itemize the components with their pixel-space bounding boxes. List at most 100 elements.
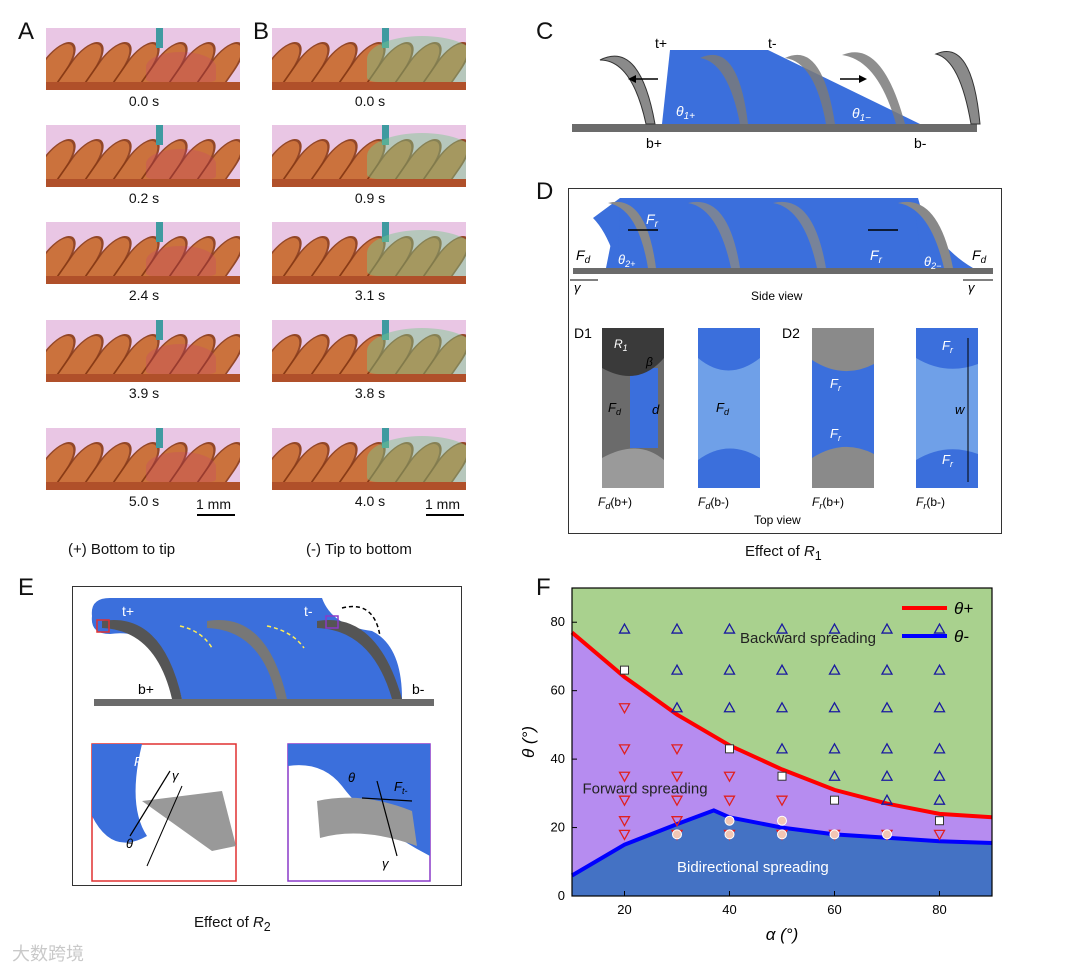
label-fd-left: Fd [576,247,591,266]
backward-point [723,701,736,713]
e-b-plus: b+ [138,681,154,697]
backward-point [933,663,946,675]
backward-point [775,622,789,634]
topview-d2-bminus: Fr Fr w [916,328,978,488]
y-axis-label: θ (°) [520,726,538,758]
frame-a [46,125,240,187]
inset-marker-red [96,619,110,633]
pillar [842,52,905,124]
backward-point [775,663,789,675]
inset-left-gamma: γ [172,768,180,783]
time-label: 0.0 s [128,93,160,109]
gamma-left: γ [574,280,582,295]
x-tick-label: 80 [932,902,946,917]
backward-point [670,701,684,713]
x-tick-label: 20 [617,902,631,917]
inset-right: θ Ft- γ [287,743,431,882]
pillar [773,201,826,268]
label-b-plus: b+ [646,135,662,151]
bidirectional-point [777,815,787,826]
panel-e-box [72,586,462,886]
panel-d-box [568,188,1002,534]
forward-point [670,744,684,756]
backward-point [933,769,946,781]
backward-point [933,742,946,754]
time-label: 4.0 s [354,493,386,509]
scalebar-b [426,514,464,516]
time-label: 2.4 s [128,287,160,303]
arrowhead-right [859,75,867,83]
pillar [688,201,740,268]
e-t-minus: t- [304,603,313,619]
forward-point [723,795,736,807]
top-view-label: Top view [754,513,801,527]
pillar [207,619,287,699]
pillar [934,51,981,125]
forward-point [670,771,684,783]
gamma-right: γ [968,280,976,295]
frame-a [46,222,240,284]
cap-fr-bminus: Fr(b-) [916,495,945,511]
backward-point [880,793,894,805]
pillar [898,201,953,268]
substrate [94,699,434,706]
label-fd-d1: Fd [608,400,622,417]
forward-point [618,703,631,715]
backward-point [670,622,684,634]
forward-point [670,816,684,828]
forward-point [618,829,631,841]
panel-label-b: B [253,18,270,45]
e-t-plus: t+ [122,603,134,619]
topview-d2-bplus: Fr Fr [812,328,874,488]
y-tick-label: 40 [551,751,565,766]
inset-left-theta: θ [126,836,133,851]
y-tick-label: 80 [551,614,565,629]
label-d1: D1 [574,325,592,341]
backward-point [828,742,841,754]
theta2-minus: θ2− [924,254,941,271]
effect-r1-caption: Effect of R1 [745,543,822,563]
arrowhead-left [628,75,636,83]
x-tick-label: 40 [722,902,736,917]
backward-point [618,622,631,634]
droplet [662,50,920,124]
forward-point [670,795,684,807]
theta2-plus: θ2+ [618,252,635,269]
backward-point [933,793,946,805]
frame-a [46,428,240,490]
inset-left-ftp: Ft+ [134,754,150,771]
x-tick-label: 60 [827,902,841,917]
flow-arrow-tip [341,605,381,637]
topview-d1-bminus: Fd [698,328,760,488]
forward-point [618,795,631,807]
panel-label-a: A [18,18,35,45]
panel-e-diagram: t+ t- b+ b- Ft+ γ θ θ Ft- γ [91,598,434,882]
pillar [700,54,748,124]
transition-point [935,816,944,826]
droplet [606,198,938,268]
panel-label-d: D [536,178,554,205]
substrate [573,268,993,274]
bidirectional-point [777,829,787,840]
panel-label-e: E [18,574,35,601]
transition-point [830,795,839,805]
side-view-label: Side view [751,289,803,303]
droplet-edge [913,198,973,268]
inset-marker-purple [325,615,339,629]
backward-point [880,769,894,781]
caption-b: (-) Tip to bottom [306,541,412,558]
frame-b [272,320,466,382]
label-beta: β [645,355,653,369]
droplet-edge [593,198,620,268]
label-fr-right: Fr [870,247,883,266]
backward-point [880,622,894,634]
plot-frame [571,587,993,897]
transition-point [725,744,734,754]
label-fr-d2d: Fr [942,452,954,469]
time-label: 5.0 s [128,493,160,509]
frame-a [46,320,240,382]
region-label: Bidirectional spreading [677,859,829,876]
curve-theta-minus [570,808,993,878]
backward-point [880,742,894,754]
